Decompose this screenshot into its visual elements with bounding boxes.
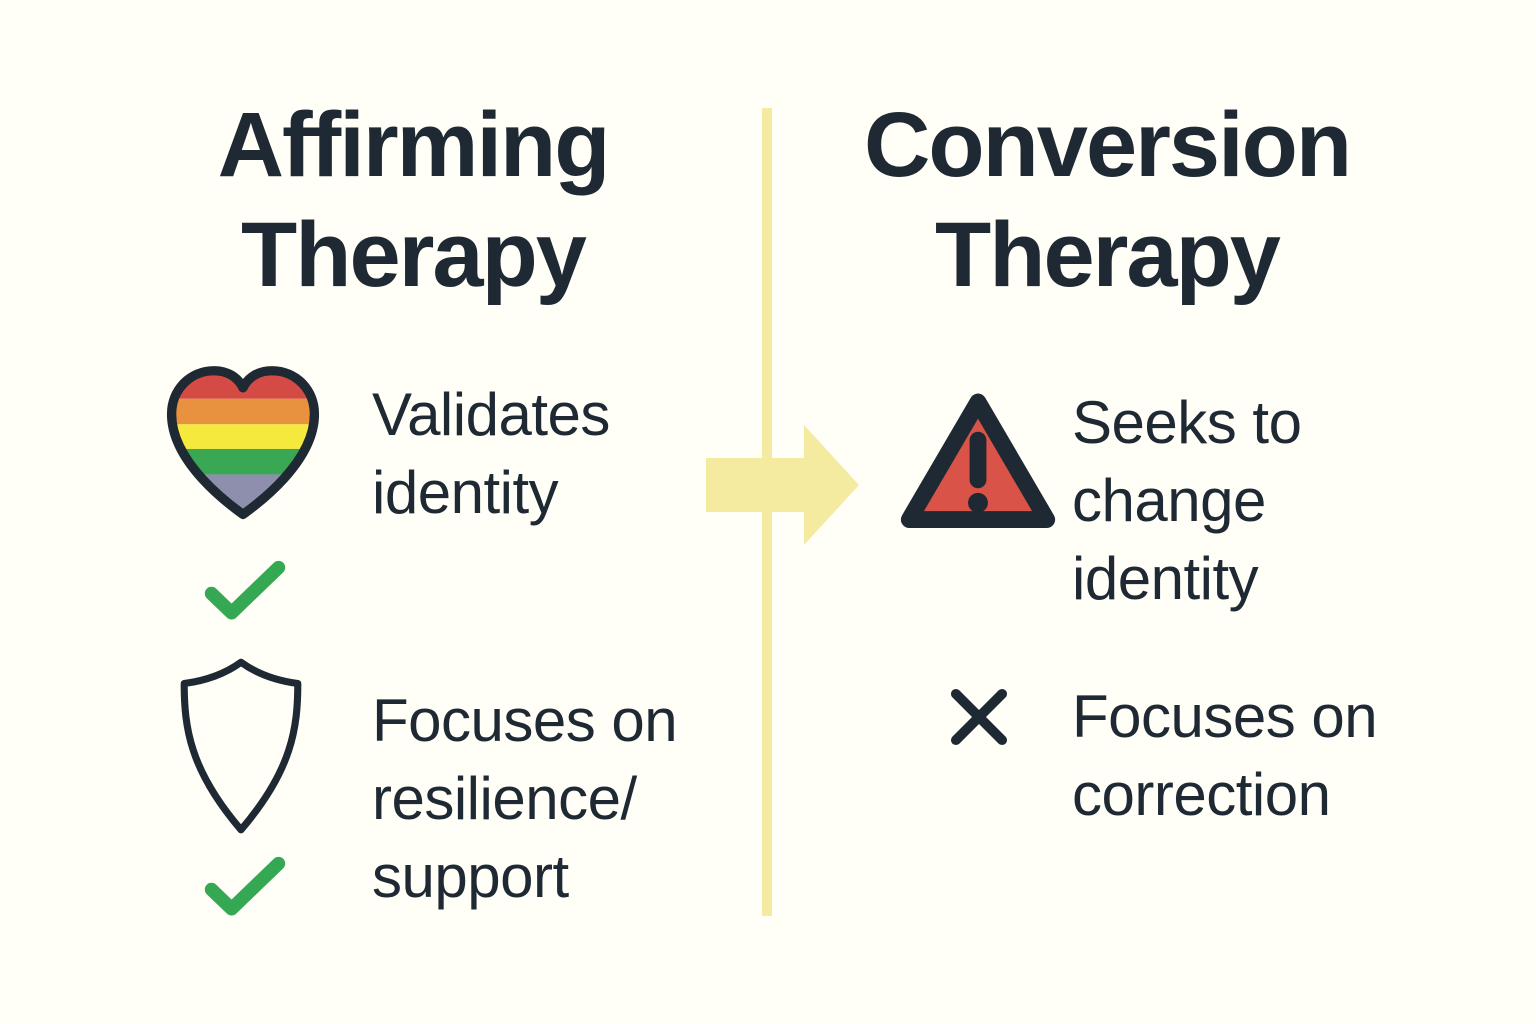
x-mark-icon xyxy=(946,684,1012,750)
text-line: correction xyxy=(1072,761,1331,828)
text-line: change xyxy=(1072,467,1266,534)
text-line: Validates xyxy=(372,381,610,448)
right-item-1-text: Seeks to change identity xyxy=(1072,384,1302,618)
right-arrow-icon xyxy=(706,422,862,548)
text-line: Focuses on xyxy=(372,687,678,754)
left-item-1-text: Validates identity xyxy=(372,376,610,532)
shield-icon xyxy=(170,652,312,840)
left-item-2-text: Focuses on resilience/ support xyxy=(372,682,678,916)
right-column-title: Conversion Therapy xyxy=(863,94,1352,306)
text-line: identity xyxy=(1072,545,1259,612)
warning-triangle-icon xyxy=(894,382,1062,538)
right-item-2-text: Focuses on correction xyxy=(1072,678,1378,834)
text-line: resilience/ xyxy=(372,765,637,832)
left-column-title: Affirming Therapy xyxy=(217,94,611,306)
text-line: Focuses on xyxy=(1072,683,1378,750)
text-line: identity xyxy=(372,459,559,526)
text-line: Seeks to xyxy=(1072,389,1302,456)
checkmark-icon xyxy=(203,560,287,622)
text-line: support xyxy=(372,843,569,910)
checkmark-icon xyxy=(203,856,287,918)
rainbow-heart-icon xyxy=(158,354,328,532)
